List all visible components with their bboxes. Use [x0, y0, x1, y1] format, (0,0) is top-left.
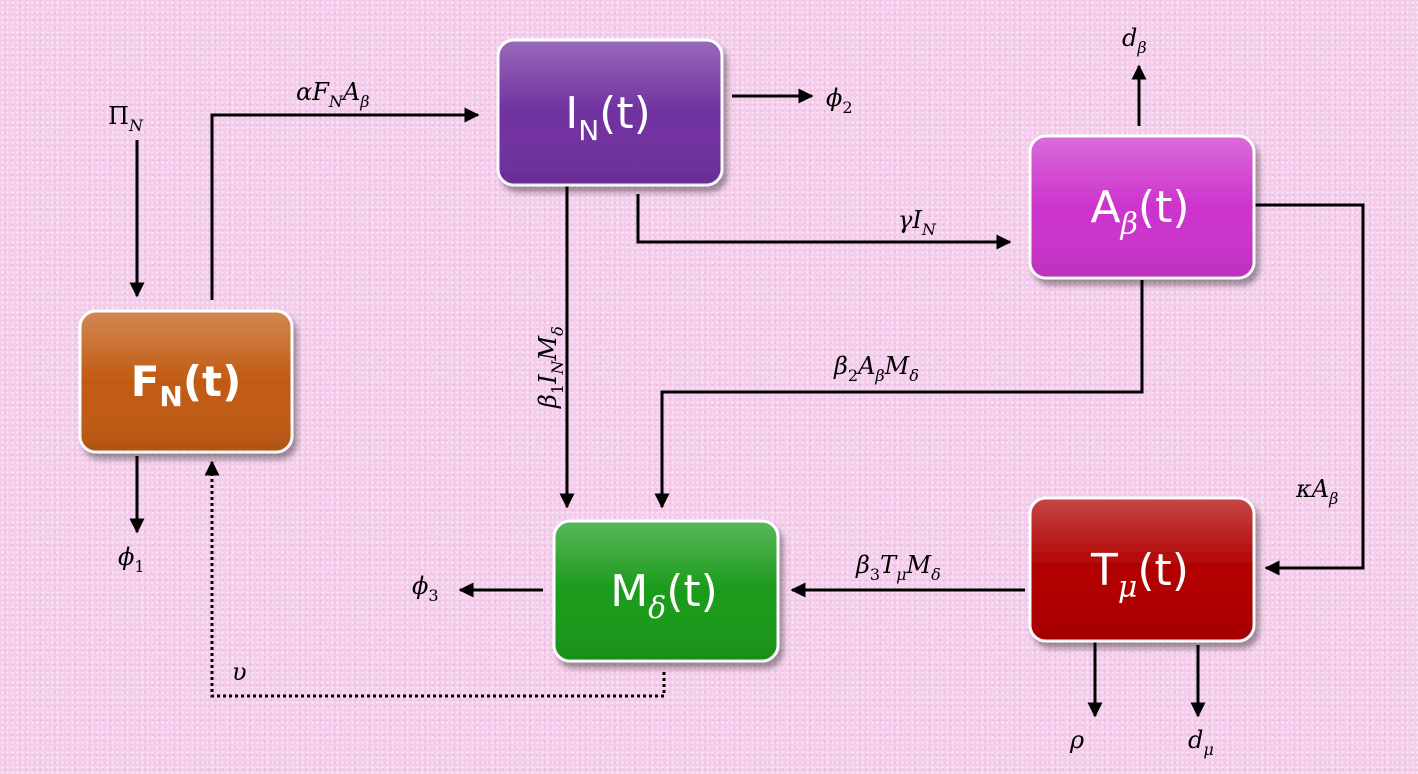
label-upsilon: υ — [232, 658, 247, 686]
arrow-m-to-f-dotted — [204, 460, 666, 698]
label-kappa-abeta: κAβ — [1295, 475, 1338, 508]
arrow-i-to-a — [636, 194, 1012, 250]
box-a-label: Aβ(t) — [1090, 182, 1189, 242]
arrow-a-to-t — [1254, 203, 1365, 576]
label-pi-n: ΠN — [108, 102, 144, 135]
box-f — [78, 309, 294, 454]
label-beta1-in-mdelta: β1INMδ — [534, 326, 567, 409]
label-beta3-tmu-mdelta: β3TμMδ — [855, 551, 941, 584]
label-phi1: ϕ1 — [118, 543, 145, 576]
label-rho: ρ — [1069, 726, 1084, 754]
label-d-mu: dμ — [1188, 726, 1214, 759]
box-i — [496, 38, 724, 187]
label-phi2: ϕ2 — [826, 84, 853, 117]
box-t-label: Tμ(t) — [1090, 545, 1189, 605]
box-m — [552, 519, 780, 663]
arrow-a-to-m — [654, 280, 1144, 509]
box-i-label: IN(t) — [565, 88, 651, 147]
label-d-beta: dβ — [1122, 24, 1147, 57]
label-gamma-in: γIN — [898, 206, 937, 239]
box-t — [1028, 496, 1256, 643]
box-f-label: FN(t) — [131, 357, 242, 413]
arrow-f-to-i — [210, 107, 480, 300]
label-alpha-fn-abeta: αFNAβ — [296, 78, 369, 111]
box-a — [1028, 134, 1256, 280]
label-phi3: ϕ3 — [412, 572, 439, 605]
label-beta2-abeta-mdelta: β2AβMδ — [833, 352, 919, 385]
box-m-label: Mδ(t) — [610, 566, 718, 626]
connectors — [129, 64, 1365, 718]
